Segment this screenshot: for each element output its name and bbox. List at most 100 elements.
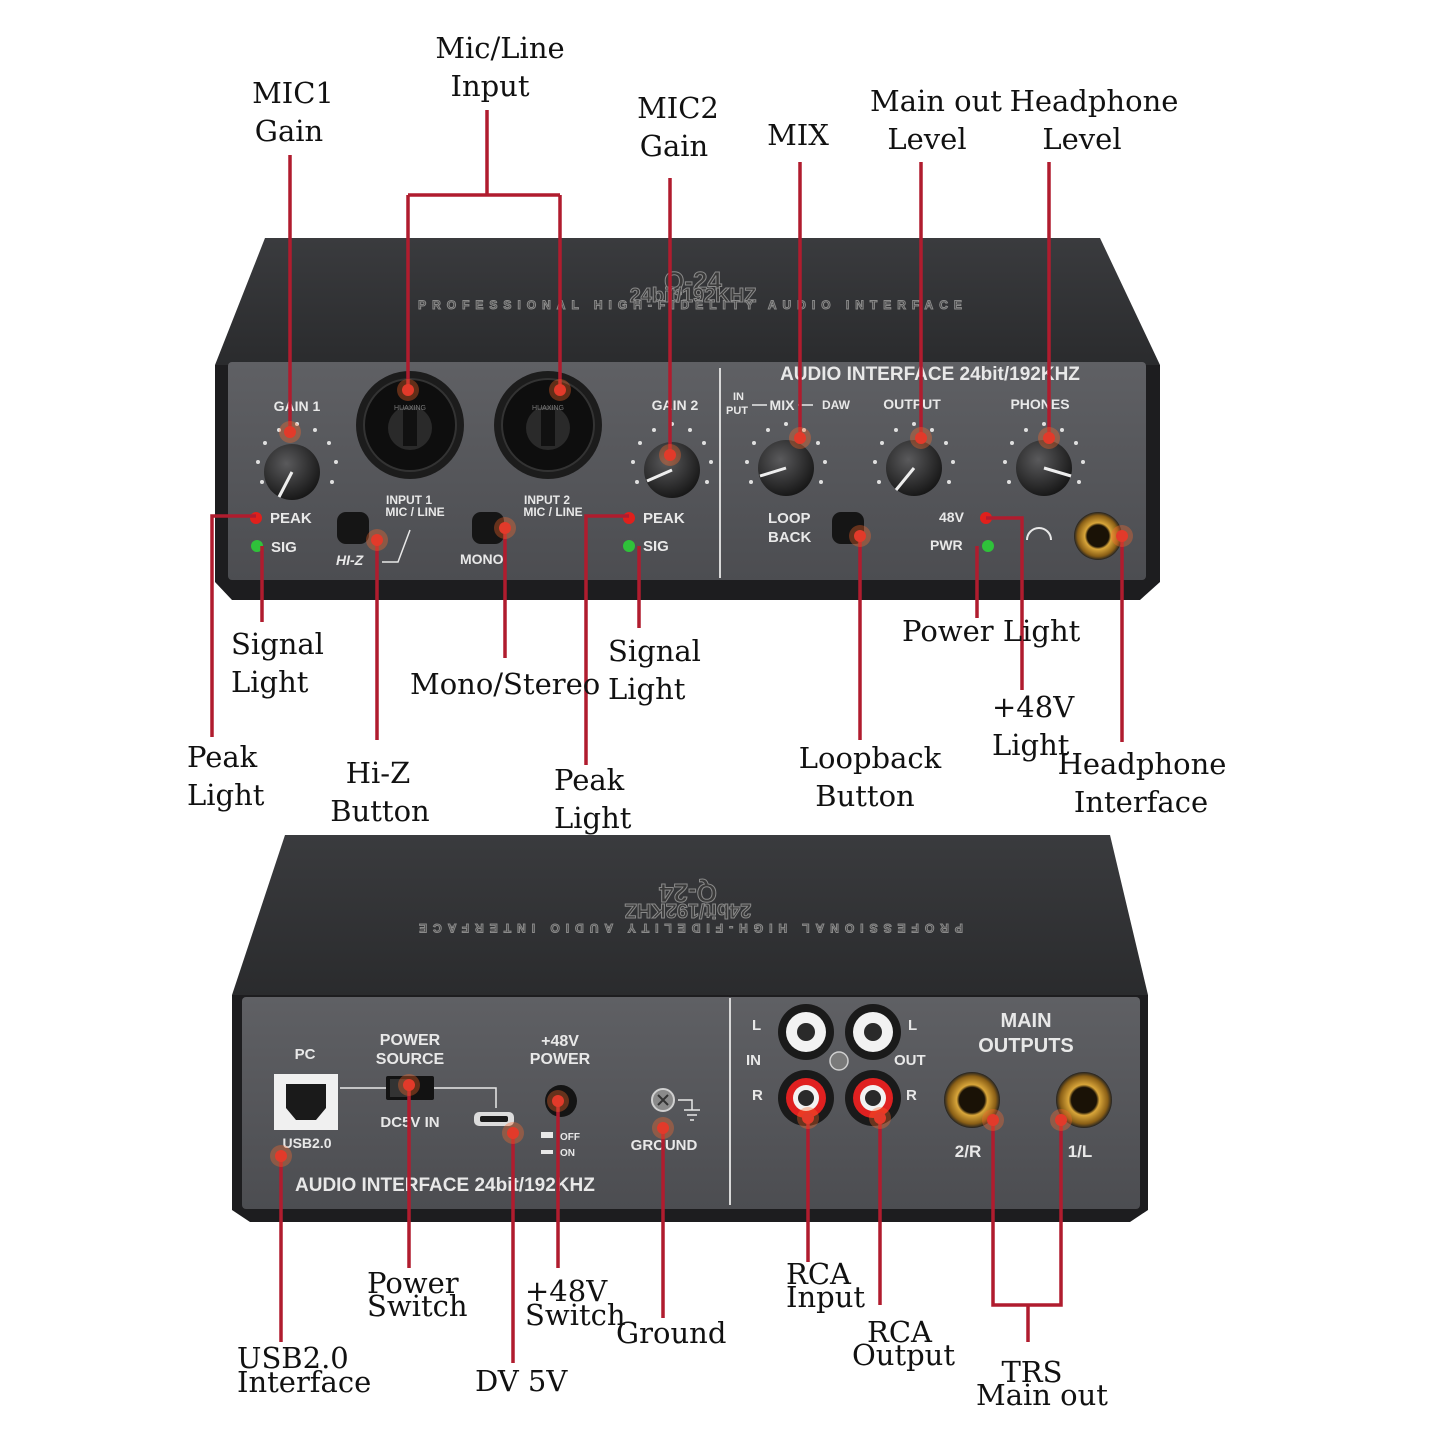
- hiz-label: HI-Z: [336, 552, 364, 568]
- input2-label-line1: INPUT 2: [524, 493, 570, 507]
- power-source-label-line1: POWER: [380, 1032, 441, 1049]
- pwr-led-label: PWR: [930, 537, 963, 553]
- callout-signal-light-2-1: Signal: [608, 634, 701, 668]
- callout-signal-light-2-2: Light: [608, 672, 686, 706]
- front-unit: Q-24 24bit/192KHZ PROFESSIONAL HIGH-FIDE…: [215, 238, 1160, 600]
- input1-label-line1: INPUT 1: [386, 493, 432, 507]
- xlr-input-1[interactable]: HUAXING: [356, 371, 464, 479]
- on-label: ON: [560, 1148, 575, 1159]
- rca-in-right[interactable]: [778, 1070, 834, 1126]
- callout-loopback-button-2: Button: [815, 779, 914, 813]
- ground-icon: [678, 1099, 700, 1121]
- trs-out-1l-jack[interactable]: [1056, 1072, 1112, 1128]
- callout-headphone-interface-1: Headphone: [1058, 747, 1227, 781]
- output-label: OUTPUT: [883, 396, 941, 412]
- dot-rca-in: [802, 1112, 814, 1124]
- callout-rca-input-2: Input: [786, 1280, 865, 1314]
- callout-main-out-level-1: Main out: [870, 84, 1002, 118]
- main-outputs-label-line1: MAIN: [1000, 1010, 1051, 1032]
- dot-gain2: [664, 449, 676, 461]
- power48-off-mark: [541, 1132, 553, 1138]
- dot-output: [915, 432, 927, 444]
- callout-power-switch-2: Switch: [367, 1289, 468, 1323]
- leader-trs-main-out: [991, 1120, 1063, 1342]
- callout-loopback-button-1: Loopback: [799, 741, 942, 775]
- rca-out-label: OUT: [894, 1052, 926, 1069]
- rca-in-label: IN: [746, 1052, 761, 1069]
- hiz-bracket: [382, 529, 411, 563]
- mix-label: MIX: [770, 397, 796, 413]
- trs-out-2r-jack[interactable]: [944, 1072, 1000, 1128]
- back-spec: 24bit/192KHZ: [625, 899, 752, 921]
- peak-led-2: [623, 512, 635, 524]
- callout-mic1-gain-1: MIC1: [252, 76, 334, 110]
- mix-input-label-line1: IN: [733, 391, 744, 403]
- dot-dv5v: [507, 1127, 519, 1139]
- pwr-led: [982, 540, 994, 552]
- back-unit-top: [232, 835, 1148, 995]
- callout-hiz-button-1: Hi-Z: [346, 756, 411, 790]
- dot-rca-out: [874, 1112, 886, 1124]
- dot-loopback: [854, 530, 866, 542]
- power48-on-mark: [541, 1150, 553, 1154]
- back-panel: [242, 997, 1140, 1209]
- callout-main-out-level-2: Level: [887, 122, 966, 156]
- dot-hiz: [371, 534, 383, 546]
- ground-screw-head: [657, 1094, 669, 1106]
- callout-mic-line-input-1: Mic/Line: [435, 31, 564, 65]
- dot-xlr1: [402, 384, 414, 396]
- rca-out-left[interactable]: [845, 1004, 901, 1060]
- loopback-label-line2: BACK: [768, 529, 811, 546]
- mix-knob-pointer: [759, 466, 787, 478]
- input2-label-line2: MIC / LINE: [523, 505, 582, 519]
- callout-headphone-level-1: Headphone: [1010, 84, 1179, 118]
- callout-mic2-gain-2: Gain: [640, 129, 708, 163]
- front-unit-top: [215, 238, 1160, 365]
- output-scale: [873, 422, 955, 484]
- rca-out-right[interactable]: [845, 1070, 901, 1126]
- back-branding-upside-down: Q-24 24bit/192KHZ PROFESSIONAL HIGH-FIDE…: [413, 878, 964, 936]
- loopback-label-line1: LOOP: [768, 510, 811, 527]
- callout-rca-input-1: RCA: [786, 1257, 852, 1291]
- front-spec: 24bit/192KHZ: [630, 285, 757, 307]
- callout-peak-light-2-2: Light: [554, 801, 632, 835]
- off-label: OFF: [560, 1132, 580, 1143]
- rca-out-r-label: R: [906, 1087, 917, 1104]
- main-outputs-label-line2: OUTPUTS: [978, 1035, 1074, 1057]
- mono-button[interactable]: [472, 512, 504, 544]
- peak-led-1: [250, 512, 262, 524]
- mix-scale: [745, 422, 827, 484]
- callout-signal-light-1-2: Light: [231, 665, 309, 699]
- xlr-input-2-brand: HUAXING: [532, 405, 564, 412]
- callout-rca-output-1: RCA: [867, 1315, 933, 1349]
- callout-v48-light-1: +48V: [992, 690, 1075, 724]
- gain2-label: GAIN 2: [652, 397, 699, 413]
- trs-2r-label: 2/R: [955, 1142, 981, 1161]
- front-brand: Q-24: [664, 266, 722, 296]
- phones-scale: [1003, 422, 1085, 484]
- dot-gain1: [284, 426, 296, 438]
- callout-trs-main-out-2: Main out: [976, 1378, 1108, 1412]
- callout-mic2-gain-1: MIC2: [637, 91, 719, 125]
- dot-trs-2r: [987, 1114, 999, 1126]
- rca-in-r-label: R: [752, 1087, 763, 1104]
- hiz-button[interactable]: [337, 512, 369, 544]
- rca-in-left[interactable]: [778, 1004, 834, 1060]
- dot-trs-1l: [1055, 1114, 1067, 1126]
- marker-dots: [270, 379, 1133, 1167]
- xlr-input-2[interactable]: HUAXING: [494, 371, 602, 479]
- power48-label-line2: POWER: [530, 1051, 591, 1068]
- sig-led-1: [251, 540, 263, 552]
- back-unit: Q-24 24bit/192KHZ PROFESSIONAL HIGH-FIDE…: [232, 835, 1148, 1222]
- front-header: AUDIO INTERFACE 24bit/192KHZ: [780, 364, 1080, 385]
- v48-led-label: 48V: [939, 509, 965, 525]
- callout-power-switch-1: Power: [367, 1266, 459, 1300]
- gain2-knob-pointer: [646, 468, 673, 483]
- headphone-jack[interactable]: [1074, 512, 1122, 560]
- gain1-label: GAIN 1: [274, 398, 321, 414]
- callout-usb-interface-2: Interface: [237, 1365, 371, 1399]
- dot-usb: [275, 1150, 287, 1162]
- power-source-lines: [340, 1087, 497, 1108]
- callout-trs-main-out-1: TRS: [1001, 1355, 1062, 1389]
